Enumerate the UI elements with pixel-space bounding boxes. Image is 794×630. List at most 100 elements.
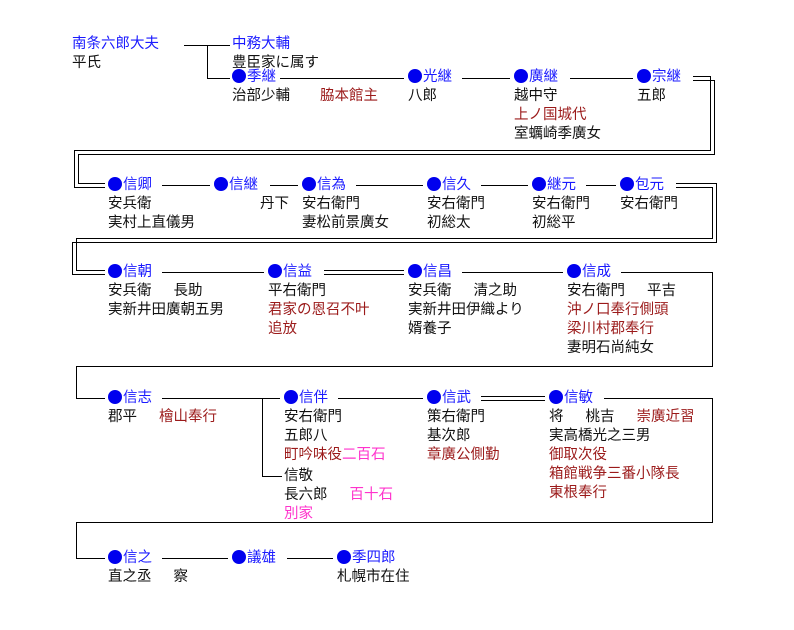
person-note: 長助	[173, 283, 203, 299]
double-connector-line	[78, 80, 715, 184]
note-red: 章廣公側勤	[427, 447, 500, 463]
note-red: 東根奉行	[549, 485, 607, 501]
person-note: 安兵衛	[108, 283, 152, 299]
marker-dot-icon	[567, 264, 581, 278]
person-name: 信志	[123, 390, 152, 406]
connector-line	[76, 398, 713, 559]
person-note: 初総平	[532, 215, 576, 231]
person-note: 安右衛門	[427, 196, 485, 212]
person-note: 安右衛門	[284, 409, 342, 425]
person-note: 安右衛門	[532, 196, 590, 212]
marker-dot-icon	[268, 264, 282, 278]
person-name: 信之	[123, 550, 152, 566]
person-note: 安右衛門	[567, 283, 625, 299]
marker-dot-icon	[427, 177, 441, 191]
marker-dot-icon	[427, 390, 441, 404]
person-name: 信敬	[284, 468, 313, 484]
note-red: 檜山奉行	[159, 409, 217, 425]
person-node: 中務大輔豊臣家に属す	[232, 35, 319, 73]
person-node: 信伴安右衛門五郎八町吟味役二百石	[284, 389, 386, 465]
marker-dot-icon	[549, 390, 563, 404]
person-note: 室蠣崎季廣女	[514, 126, 601, 142]
person-note: 八郎	[408, 88, 437, 104]
person-note: 清之助	[473, 283, 518, 299]
marker-dot-icon	[108, 264, 122, 278]
person-node: 季継治部少輔脇本館主	[232, 68, 378, 106]
person-note: 治部少輔	[232, 88, 290, 104]
person-note: 実村上直儀男	[108, 215, 195, 231]
marker-dot-icon	[232, 550, 246, 564]
person-note: 豊臣家に属す	[232, 55, 319, 71]
person-note: 越中守	[514, 88, 558, 104]
marker-dot-icon	[337, 550, 351, 564]
person-node: 信継丹下	[214, 176, 289, 214]
note-magenta: 百十石	[349, 487, 394, 503]
connector-line	[262, 398, 282, 477]
person-name: 議雄	[247, 550, 276, 566]
person-note: 安兵衛	[408, 283, 452, 299]
person-name: 南条六郎大夫	[72, 36, 159, 52]
person-node: 信昌安兵衛清之助実新井田伊織より婿養子	[408, 263, 524, 339]
person-note: 安兵衛	[108, 196, 152, 212]
person-name: 包元	[635, 177, 664, 193]
marker-dot-icon	[408, 264, 422, 278]
person-node: 季四郎札幌市在住	[337, 549, 410, 587]
person-node: 継元安右衛門初総平	[532, 176, 590, 233]
person-name: 信益	[283, 264, 312, 280]
note-red: 崇廣近習	[636, 409, 695, 425]
person-note: 五郎	[637, 88, 666, 104]
marker-dot-icon	[214, 177, 228, 191]
person-note: 婿養子	[408, 321, 452, 337]
person-note: 策右衛門	[427, 409, 485, 425]
person-name: 信武	[442, 390, 471, 406]
person-name: 光継	[423, 69, 452, 85]
person-note: 将	[549, 409, 564, 425]
person-name: 信卿	[123, 177, 152, 193]
note-red: 梁川村郡奉行	[567, 321, 654, 337]
note-red: 御取次役	[549, 447, 607, 463]
person-note: 実新井田廣朝五男	[108, 302, 224, 318]
person-note: 安右衛門	[302, 196, 360, 212]
double-connector-line	[72, 183, 717, 275]
person-node: 信之直之丞 察	[108, 549, 188, 587]
person-name: 季継	[247, 69, 276, 85]
double-connector-line	[74, 76, 711, 188]
person-note: 妻明石尚純女	[567, 340, 654, 356]
note-red: 君家の恩召不叶	[268, 302, 370, 318]
marker-dot-icon	[408, 69, 422, 83]
person-note: 安右衛門	[620, 196, 678, 212]
person-name: 中務大輔	[232, 36, 290, 52]
person-name: 信継	[229, 177, 258, 193]
person-name: 信敏	[564, 390, 593, 406]
person-node: 包元安右衛門	[620, 176, 678, 214]
note-magenta: 別家	[284, 506, 313, 522]
note-red: 追放	[268, 321, 297, 337]
person-note: 基次郎	[427, 428, 471, 444]
person-node: 南条六郎大夫平氏	[72, 35, 159, 73]
person-note: 郡平	[108, 409, 137, 425]
person-node: 信志郡平 檜山奉行	[108, 389, 217, 427]
person-node: 廣継越中守上ノ国城代室蠣崎季廣女	[514, 68, 601, 144]
person-name: 廣継	[529, 69, 558, 85]
marker-dot-icon	[232, 69, 246, 83]
note-red: 町吟味役	[284, 447, 342, 463]
marker-dot-icon	[514, 69, 528, 83]
person-note: 札幌市在住	[337, 569, 410, 585]
person-note: 直之丞	[108, 569, 152, 585]
person-note: 初総太	[427, 215, 471, 231]
person-note: 実新井田伊織より	[408, 302, 524, 318]
person-name: 信成	[582, 264, 611, 280]
person-name: 信久	[442, 177, 471, 193]
marker-dot-icon	[620, 177, 634, 191]
marker-dot-icon	[108, 390, 122, 404]
person-node: 信敏将桃吉崇廣近習実高橋光之三男御取次役箱館戦争三番小隊長東根奉行	[549, 389, 695, 503]
marker-dot-icon	[284, 390, 298, 404]
person-name: 季四郎	[352, 550, 396, 566]
person-node: 信成安右衛門平吉沖ノ口奉行側頭梁川村郡奉行妻明石尚純女	[567, 263, 676, 358]
person-node: 信卿安兵衛実村上直儀男	[108, 176, 195, 233]
marker-dot-icon	[108, 177, 122, 191]
marker-dot-icon	[532, 177, 546, 191]
person-node: 信敬長六郎百十石別家	[284, 467, 393, 524]
person-note: 察	[173, 569, 189, 585]
